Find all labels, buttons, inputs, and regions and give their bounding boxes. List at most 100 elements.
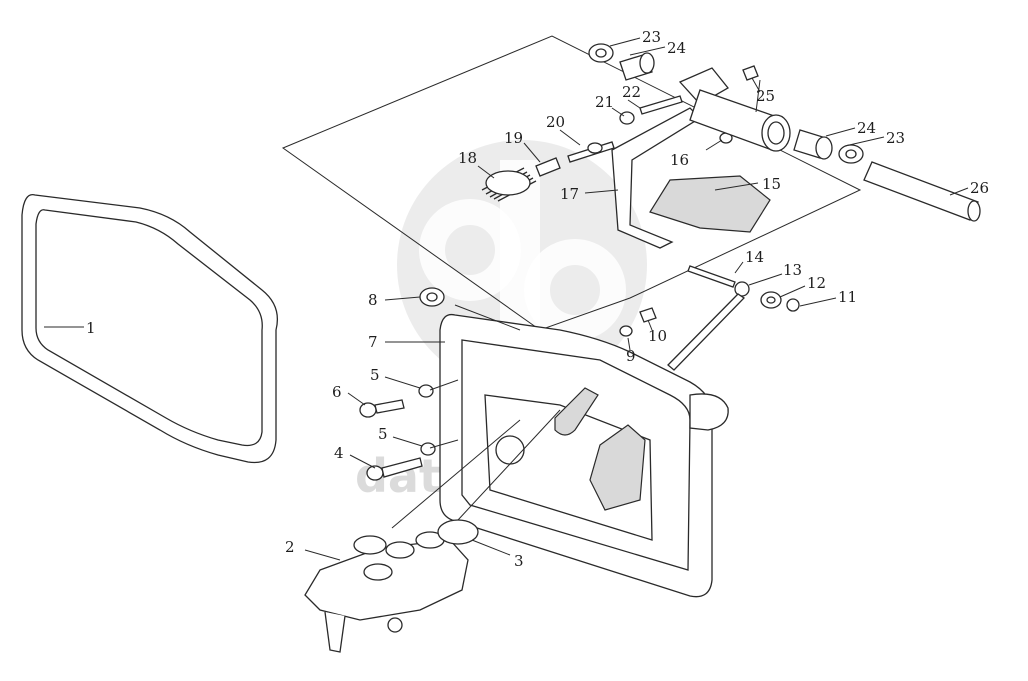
shaft-26-end [967,200,981,222]
part-gasket [21,194,279,464]
part-bushing-21 [619,111,635,125]
bolt-6-shank [374,399,405,414]
leader-12 [779,285,806,298]
part-washer-8-hole [426,292,438,302]
part-washer-9 [619,325,633,337]
part-bushing-24b [793,129,833,160]
part-pushrod-13 [667,281,750,371]
leader-9 [627,337,631,351]
align-cylinder-housing [391,419,521,529]
part-bolt-6 [359,399,405,418]
align-nut-25 [755,79,761,113]
callout-23a: 23 [642,28,661,46]
align-washer-housing [454,304,521,331]
callout-11: 11 [838,288,857,306]
pedal-arm-top [678,67,729,105]
callout-2: 2 [285,538,295,556]
leader-23a [609,37,641,47]
callout-7: 7 [368,333,378,351]
callout-15: 15 [762,175,781,193]
leader-13 [748,273,783,286]
cylinder-port-1 [353,535,387,555]
part-bushing-24a [619,52,655,81]
pedal-arm [611,107,702,249]
callout-4: 4 [334,444,344,462]
callout-9: 9 [626,347,636,365]
leader-24b [825,127,856,137]
part-pivot-tube [689,89,791,152]
housing-bracket [589,424,646,511]
leader-19 [523,142,541,163]
leader-11 [799,297,837,307]
leader-17 [584,189,619,194]
gasket-inner [35,209,263,447]
part-shaft-26 [863,161,981,222]
part-bolt-22 [639,95,683,115]
callout-25: 25 [756,87,775,105]
alignment-lines [391,79,761,529]
pushrod-13-rod [667,293,746,371]
housing-lever [554,387,599,436]
callout-12: 12 [807,274,826,292]
shaft-26-body [863,161,979,221]
callout-13: 13 [783,261,802,279]
plane-outline [281,35,862,331]
leader-20 [559,129,581,146]
leader-14 [734,261,744,274]
leader-lines [44,37,969,561]
part-washer-23b [838,144,864,164]
part-sleeve-19 [535,157,561,177]
leader-5b [392,436,423,447]
bushing-24a-face [639,52,655,74]
align-washer-5b [429,439,459,449]
part-housing [439,313,729,598]
leader-3 [471,539,511,556]
part-clip-11 [786,298,800,312]
housing-lug [689,393,729,431]
callout-22: 22 [622,83,641,101]
part-master-cylinder [304,531,469,653]
bolt-4-shank [381,457,423,478]
part-pedal-pad-15 [649,175,771,233]
leader-23b [844,136,885,147]
leader-25 [751,77,761,93]
pedal-plane-outline [281,35,862,331]
callout-16: 16 [670,151,689,169]
callout-6: 6 [332,383,342,401]
leader-26 [949,187,969,196]
callout-21: 21 [595,93,614,111]
part-bushing-12 [760,291,782,309]
rod-20-collar [587,142,603,154]
leader-8 [384,296,421,301]
leader-4 [349,454,376,469]
pushrod-13-eye [734,281,750,297]
callout-3: 3 [514,552,524,570]
leader-24a [629,46,666,56]
callout-23b: 23 [886,129,905,147]
part-bolt-4 [366,457,423,481]
bolt-6-head [359,402,377,418]
align-washer-5a [429,379,459,391]
part-nut-10 [639,307,657,323]
washer-23b-hole [845,149,857,159]
part-washer-5b [420,442,436,456]
callout-19: 19 [504,129,523,147]
leader-21 [611,107,625,117]
leader-10 [647,319,653,331]
callout-17: 17 [560,185,579,203]
cylinder-pipe [324,611,346,653]
leader-22 [627,99,641,109]
leader-15 [714,182,759,191]
callout-18: 18 [458,149,477,167]
housing-port [495,435,525,465]
callout-20: 20 [546,113,565,131]
cylinder-port-3 [363,563,393,581]
callout-8: 8 [368,291,378,309]
washer-23a-hole [595,48,607,58]
bushing-12-hole [766,296,776,304]
callout-5a: 5 [370,366,380,384]
callout-numbers: 1 2 3 4 5 5 6 7 8 9 10 11 12 13 14 15 16… [86,28,989,570]
watermark-logo-p [524,239,626,341]
cylinder-port-2 [385,541,415,559]
